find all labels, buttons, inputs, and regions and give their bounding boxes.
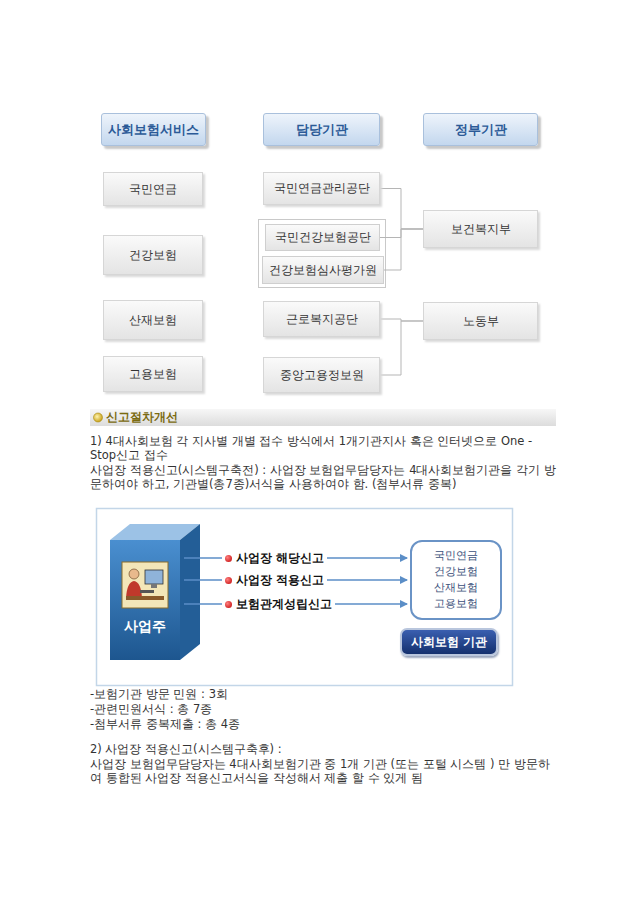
column-header: 사회보험서비스 <box>101 113 206 146</box>
section-heading: 신고절차개선 <box>106 410 546 424</box>
node-text: 사회보험서비스 <box>108 121 199 139</box>
edge-label: 사업장 적용신고 <box>222 572 327 588</box>
node-text: 국민연금관리공단 <box>274 181 370 196</box>
service-box: 산재보험 <box>103 300 203 340</box>
cube-front <box>110 540 180 660</box>
group-outline <box>259 220 386 288</box>
person-icon <box>122 562 168 608</box>
heading-bullet <box>94 413 103 422</box>
node-text: 국민연금 <box>129 182 177 197</box>
diagram-frame <box>97 509 513 686</box>
cube-side <box>180 524 200 660</box>
node-text: 고용보험 <box>129 367 177 382</box>
list-item: -보험기관 방문 민원 : 3회 <box>90 687 558 701</box>
connector <box>384 229 424 270</box>
edge-label-text: 사업장 적용신고 <box>236 573 324 587</box>
connector <box>380 189 423 230</box>
column-header: 정부기관 <box>423 113 538 146</box>
bullet-dot <box>225 601 232 608</box>
agency-box: 중앙고용정보원 <box>263 357 380 393</box>
bullet-dot <box>225 555 232 562</box>
service-box: 고용보험 <box>103 356 203 392</box>
service-box: 국민연금 <box>103 172 203 206</box>
node-text: 정부기관 <box>455 121 507 139</box>
node-text: 건강보험 <box>434 564 478 580</box>
paragraph: 1) 4대사회보험 각 지사별 개별 접수 방식에서 1개기관지사 혹은 인터넷… <box>90 434 558 462</box>
node-text: 국민건강보험공단 <box>275 230 371 245</box>
edge-label: 사업장 해당신고 <box>222 550 327 566</box>
edge-label-text: 사업장 해당신고 <box>236 551 324 565</box>
ministry-box: 보건복지부 <box>423 210 538 248</box>
node-text: 건강보험심사평가원 <box>269 263 377 278</box>
node-text: 산재보험 <box>434 580 478 596</box>
node-text: 건강보험 <box>129 248 177 263</box>
paragraph: 2) 사업장 적용신고(시스템구축후) : <box>90 742 558 756</box>
paragraph: 사업장 보험업무담당자는 4대사회보험기관 중 1개 기관 (또는 포털 시스템… <box>90 757 558 785</box>
heading-bar <box>90 409 556 426</box>
node-text: 산재보험 <box>129 313 177 328</box>
ministry-box: 노동부 <box>423 302 538 340</box>
edge-label-text: 보험관계성립신고 <box>236 597 332 611</box>
node-text: 보건복지부 <box>451 222 511 237</box>
node-text: 고용보험 <box>434 596 478 612</box>
service-box: 건강보험 <box>103 235 203 275</box>
node-text: 중앙고용정보원 <box>280 368 364 383</box>
node-text: 담당기관 <box>296 121 348 139</box>
list-item: -관련민원서식 : 총 7종 <box>90 702 558 716</box>
node-text: 노동부 <box>463 314 499 329</box>
connector <box>380 321 423 375</box>
agency-box: 건강보험심사평가원 <box>262 256 384 284</box>
bullet-dot <box>225 577 232 584</box>
agency-box: 근로복지공단 <box>263 301 380 337</box>
node-text: 사회보험 기관 <box>411 634 487 651</box>
institution-box: 국민연금건강보험산재보험고용보험 <box>410 540 502 620</box>
column-header: 담당기관 <box>263 113 380 146</box>
list-item: -첨부서류 중복제출 : 총 4종 <box>90 717 558 731</box>
employer-cube: 사업주 <box>110 612 180 642</box>
institution-button: 사회보험 기관 <box>400 628 498 656</box>
node-text: 국민연금 <box>434 548 478 564</box>
paragraph: 사업장 적용신고(시스템구축전) : 사업장 보험업무담당자는 4대사회보험기관… <box>90 463 558 491</box>
agency-box: 국민연금관리공단 <box>263 172 380 205</box>
agency-box: 국민건강보험공단 <box>265 224 380 251</box>
node-text: 사업주 <box>124 618 166 636</box>
edge-label: 보험관계성립신고 <box>222 596 335 612</box>
node-text: 근로복지공단 <box>286 312 358 327</box>
